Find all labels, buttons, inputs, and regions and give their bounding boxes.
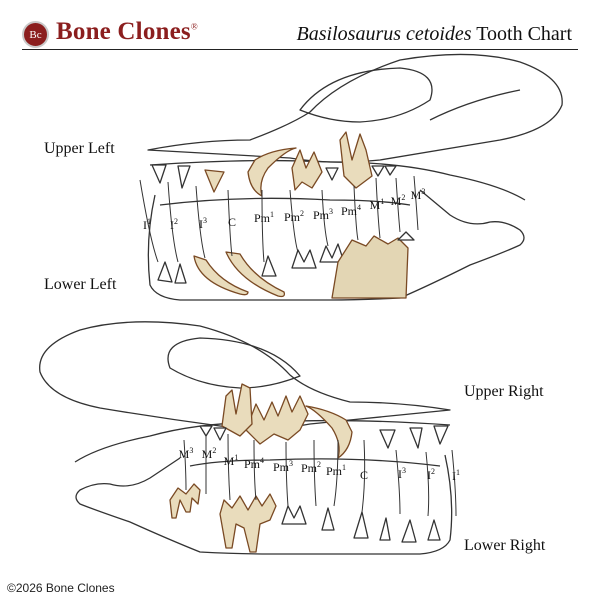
- right-upper-pm-tooth: [221, 383, 253, 437]
- left-lower-incisor: [174, 263, 187, 284]
- right-lower-incisor: [427, 519, 441, 541]
- left-cranium-detail: [429, 89, 521, 121]
- left-upper-pm-tooth: [339, 131, 373, 189]
- right-lower-molar-tooth: [169, 483, 201, 519]
- tooth-position-label: I1: [143, 217, 151, 232]
- quadrant-label-lower-right: Lower Right: [464, 537, 546, 554]
- right-guide-lines: [183, 433, 457, 517]
- tooth-position-label: Pm4: [244, 456, 264, 471]
- tooth-position-label: Pm1: [326, 463, 346, 478]
- brand-name[interactable]: Bone Clones®: [56, 18, 198, 46]
- left-upper-molar: [371, 165, 385, 177]
- tooth-position-label: C: [228, 215, 236, 229]
- left-upper-canine-tooth: [247, 147, 297, 197]
- tooth-labels-left: I1 I2 I3 C Pm1 Pm2 Pm3 Pm4 M1 M2 M3: [143, 187, 425, 232]
- left-lower-pm: [291, 249, 317, 269]
- left-jaw-inner: [159, 197, 411, 206]
- left-cranium-outline: [147, 53, 563, 163]
- left-lower-molar-block: [331, 235, 409, 299]
- quadrant-label-upper-left: Upper Left: [44, 140, 115, 157]
- right-upper-incisor: [433, 425, 449, 445]
- left-lower-molar-tip: [397, 231, 415, 241]
- copyright-notice: ©2026 Bone Clones: [7, 581, 115, 595]
- right-lower-jaw: [75, 454, 453, 555]
- tooth-position-label: Pm2: [284, 209, 304, 224]
- left-upper-i3-tooth: [204, 169, 225, 193]
- left-lower-canine-tooth: [225, 251, 286, 298]
- right-upper-canine-tooth: [305, 405, 353, 459]
- left-upper-molar: [325, 167, 339, 181]
- tooth-position-label: M3: [179, 446, 194, 461]
- tooth-position-label: M1: [224, 453, 239, 468]
- left-upper-jaw: [149, 159, 526, 201]
- tooth-labels-right: M3 M2 M1 Pm4 Pm3 Pm2 Pm1 C I3 I2 I1: [179, 446, 460, 483]
- right-upper-incisor: [379, 429, 396, 449]
- tooth-position-label: I3: [199, 216, 207, 231]
- brand-text: Bone Clones: [56, 18, 191, 45]
- right-lower-incisor: [401, 519, 417, 543]
- tooth-position-label: I2: [170, 217, 178, 232]
- logo-initials: Bc: [29, 28, 42, 41]
- page-title: Basilosaurus cetoides Tooth Chart: [297, 23, 572, 46]
- right-eye-socket: [167, 337, 301, 389]
- left-lower-jaw: [147, 189, 525, 301]
- left-upper-pm-tooth: [291, 149, 323, 191]
- left-lower-canine-tooth: [193, 255, 249, 296]
- right-lower-incisor: [379, 517, 391, 541]
- left-guide-lines: [139, 175, 419, 263]
- right-jaw-inner: [189, 458, 441, 467]
- tooth-position-label: Pm3: [313, 207, 333, 222]
- left-skull: [147, 53, 563, 301]
- tooth-position-label: I3: [398, 466, 406, 481]
- right-lower-canine: [353, 511, 369, 539]
- tooth-position-label: Pm2: [301, 460, 321, 475]
- left-lower-pm: [261, 255, 277, 277]
- tooth-position-label: M1: [370, 197, 385, 212]
- left-upper-incisor: [177, 165, 191, 189]
- tooth-position-label: Pm1: [254, 210, 274, 225]
- tooth-position-label: M2: [391, 193, 406, 208]
- quadrant-label-upper-right: Upper Right: [464, 383, 544, 400]
- tooth-position-label: I2: [427, 467, 435, 482]
- right-lower-pm: [321, 507, 335, 531]
- brand-logo-icon[interactable]: Bc: [22, 21, 49, 48]
- tooth-position-label: Pm3: [273, 459, 293, 474]
- right-cranium-outline: [39, 321, 451, 430]
- title-suffix: Tooth Chart: [476, 23, 572, 45]
- tooth-position-label: I1: [452, 468, 460, 483]
- right-upper-pm-tooth: [245, 395, 309, 445]
- tooth-position-label: Pm4: [341, 203, 361, 218]
- left-lower-incisor: [157, 261, 173, 283]
- right-lower-pm-tooth: [219, 493, 277, 553]
- left-eye-socket: [299, 67, 433, 123]
- right-upper-incisor: [409, 427, 423, 449]
- left-upper-molar: [384, 165, 397, 176]
- right-upper-molar: [213, 427, 227, 441]
- right-upper-molar: [199, 425, 213, 437]
- right-skull: [39, 321, 453, 555]
- quadrant-label-lower-left: Lower Left: [44, 276, 117, 293]
- right-lower-pm: [281, 505, 307, 525]
- tooth-position-label: C: [360, 468, 368, 482]
- header-divider: [22, 49, 578, 50]
- tooth-position-label: M3: [411, 187, 426, 202]
- registered-mark: ®: [190, 21, 198, 32]
- title-species: Basilosaurus cetoides: [296, 23, 472, 45]
- tooth-position-label: M2: [202, 446, 217, 461]
- left-upper-incisor: [151, 164, 167, 184]
